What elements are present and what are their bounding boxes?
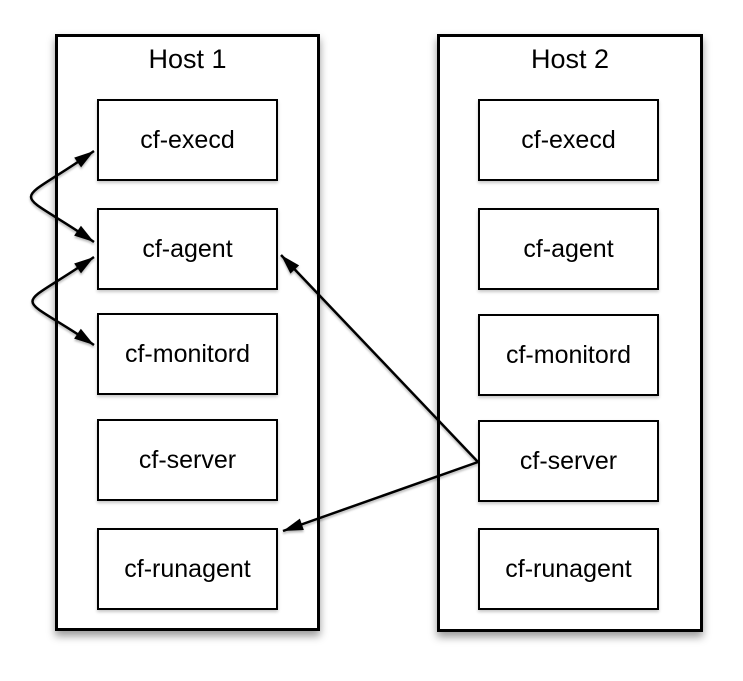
host1-process-cf-monitord-label: cf-monitord bbox=[124, 339, 251, 368]
host2-process-cf-agent-label: cf-agent bbox=[523, 234, 614, 263]
host1-process-cf-execd-label: cf-execd bbox=[140, 125, 235, 154]
host2-process-cf-runagent: cf-runagent bbox=[478, 528, 659, 610]
host2-process-cf-agent: cf-agent bbox=[478, 208, 659, 290]
host2-title: Host 2 bbox=[530, 44, 610, 74]
host1-process-cf-server: cf-server bbox=[97, 419, 278, 501]
host1-process-cf-monitord: cf-monitord bbox=[97, 313, 278, 395]
host1-process-cf-agent: cf-agent bbox=[97, 208, 278, 290]
host1-process-cf-execd: cf-execd bbox=[97, 99, 278, 181]
host1-title: Host 1 bbox=[148, 44, 227, 74]
host1-box: Host 1 cf-execd cf-agent cf-monitord cf-… bbox=[55, 34, 320, 631]
host2-process-cf-server-label: cf-server bbox=[519, 446, 618, 475]
host2-process-cf-server: cf-server bbox=[478, 420, 659, 502]
host1-process-cf-agent-label: cf-agent bbox=[142, 234, 233, 263]
host2-process-cf-execd-label: cf-execd bbox=[521, 125, 616, 154]
host2-process-cf-runagent-label: cf-runagent bbox=[505, 554, 632, 583]
host1-process-cf-server-label: cf-server bbox=[138, 445, 237, 474]
host1-process-cf-runagent-label: cf-runagent bbox=[124, 554, 251, 583]
host2-process-cf-monitord-label: cf-monitord bbox=[505, 340, 632, 369]
host1-process-cf-runagent: cf-runagent bbox=[97, 528, 278, 610]
host2-box: Host 2 cf-execd cf-agent cf-monitord cf-… bbox=[437, 34, 703, 632]
host2-process-cf-execd: cf-execd bbox=[478, 99, 659, 181]
host2-process-cf-monitord: cf-monitord bbox=[478, 314, 659, 396]
